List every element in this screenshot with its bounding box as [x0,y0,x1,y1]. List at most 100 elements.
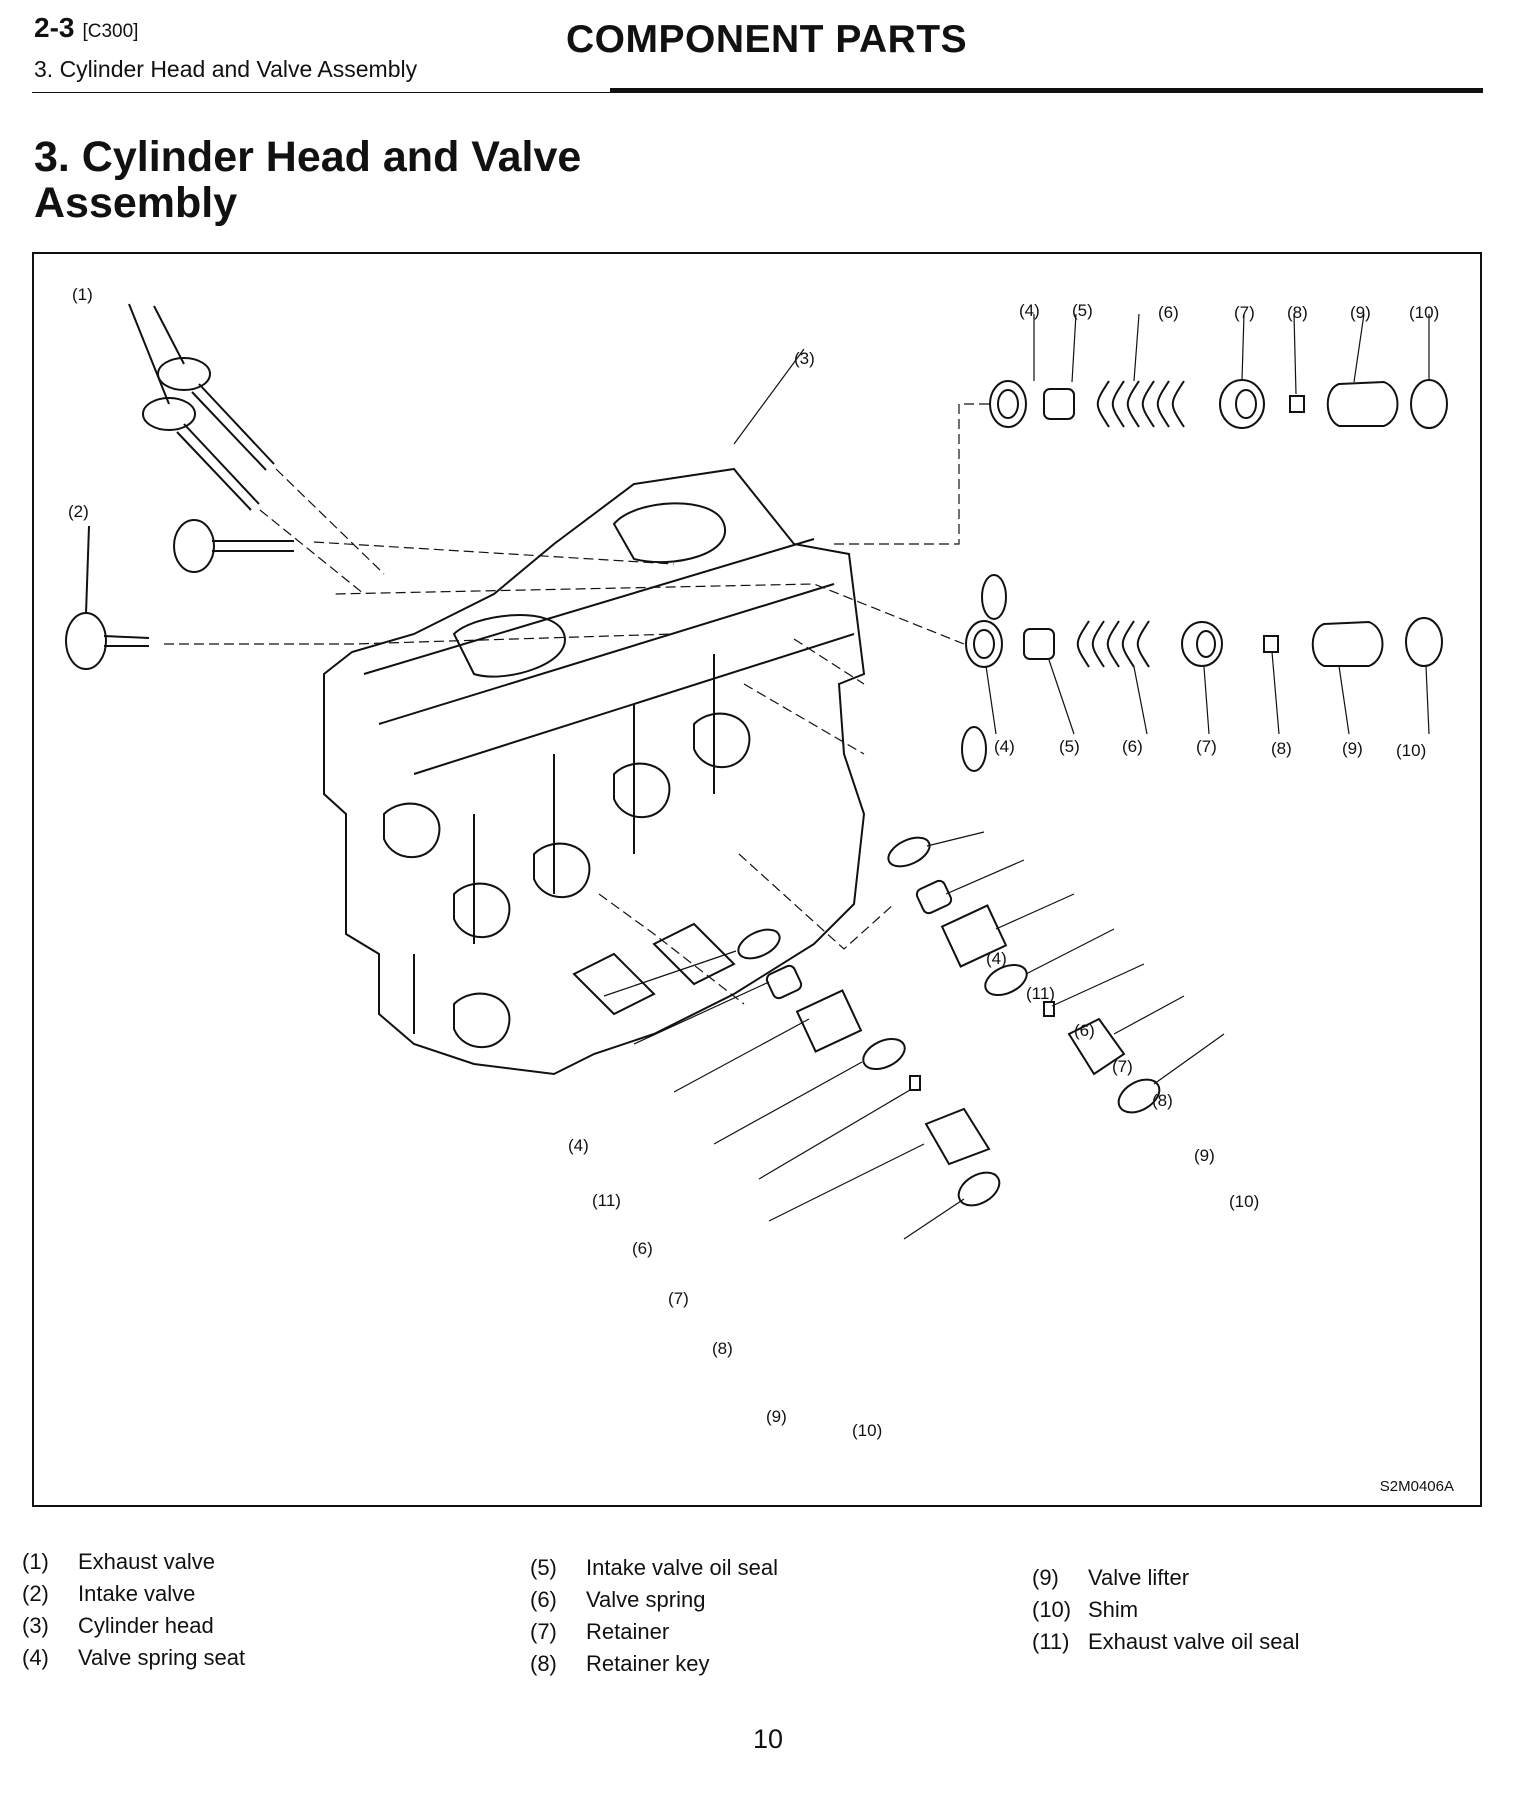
exhaust-valve-oil-seal [915,879,953,915]
callout-rd-7: (7) [1112,1057,1133,1076]
callout-mid-7: (7) [1196,737,1217,756]
legend-label: Valve lifter [1088,1565,1190,1590]
legend-label: Shim [1088,1597,1139,1622]
callout-3: (3) [794,349,815,368]
legend-item: (9)Valve lifter [1032,1562,1300,1594]
legend-number: (8) [530,1651,557,1676]
legend-number: (6) [530,1587,557,1612]
legend-label: Exhaust valve oil seal [1088,1629,1300,1654]
diagram-drawing: (1) (2) (3) (4) (5) (6) (7) (8) (9) (10)… [65,285,1448,1440]
legend-number: (7) [530,1619,557,1644]
retainer [1181,621,1223,667]
valve-spring-seat [887,836,931,868]
shim [1405,617,1443,667]
callout-rd-6: (6) [1074,1021,1095,1040]
callout-ld-7: (7) [668,1289,689,1308]
figure-id: S2M0406A [1379,1478,1454,1495]
callout-top-6: (6) [1158,303,1179,322]
legend-number: (2) [22,1581,49,1606]
legend-label: Intake valve [78,1581,196,1606]
exhaust-valve-oil-seal [765,964,803,1000]
legend-column-1: (1) Exhaust valve (2) Intake valve (3)Cyli… [22,1546,245,1674]
legend-label: Intake valve oil seal [586,1555,778,1580]
legend-number: (4) [22,1645,49,1670]
header-rule-thin [32,92,1483,93]
retainer-key [1263,635,1279,653]
header-subtitle: 3. Cylinder Head and Valve Assembly [34,56,418,82]
callout-ld-6: (6) [632,1239,653,1258]
shim [1410,379,1448,429]
legend-number: (10) [1032,1597,1072,1622]
legend-item: (7)Retainer [530,1616,778,1648]
retainer [1219,379,1265,429]
callout-rd-8: (8) [1152,1091,1173,1110]
valve-lifter [1311,620,1384,667]
callout-mid-10: (10) [1396,741,1426,760]
legend-item: (2) Intake valve [22,1578,245,1610]
valve-spring-seat [989,380,1027,428]
callout-ld-9: (9) [766,1407,787,1426]
callout-rd-4: (4) [986,949,1007,968]
callouts-mid-row: (4) (5) (6) (7) (8) (9) (10) [994,737,1426,760]
shim [957,1171,1001,1207]
shim [1117,1078,1161,1114]
valve-spring-seat [737,928,781,960]
intake-valve-oil-seal [1043,388,1075,420]
callout-2: (2) [68,502,89,521]
intake-valve-oil-seal [1023,628,1055,660]
legend-label: Exhaust valve [78,1549,215,1574]
valve-spring [940,904,1008,968]
legend-number: (11) [1032,1629,1070,1654]
valve-spring [1076,620,1150,668]
legend-number: (1) [22,1549,49,1574]
cylinder-head-outline [323,467,866,1076]
intake-valve-head [173,519,215,573]
callouts-top-row: (4) (5) (6) (7) (8) (9) (10) [1019,301,1439,322]
legend-column-3: (9)Valve lifter (10) Shim (11) Exhaust val… [1032,1562,1300,1658]
callout-mid-8: (8) [1271,739,1292,758]
legend-label: Valve spring seat [78,1645,246,1670]
section-number: 2-3 [34,12,75,43]
callout-top-8: (8) [1287,303,1308,322]
page-header-title: COMPONENT PARTS [566,18,968,61]
retainer-key [909,1075,921,1091]
callout-mid-5: (5) [1059,737,1080,756]
callout-1: (1) [72,285,93,304]
exploded-diagram: (1) (2) (3) (4) (5) (6) (7) (8) (9) (10)… [32,252,1482,1507]
retainer-key [1043,1001,1055,1017]
retainer [862,1037,906,1071]
legend-number: (5) [530,1555,557,1580]
callout-rd-11: (11) [1026,984,1055,1003]
callout-ld-11: (11) [592,1191,621,1210]
callout-rd-10: (10) [1229,1192,1259,1211]
callout-top-5: (5) [1072,301,1093,320]
callout-top-4: (4) [1019,301,1040,320]
legend-item: (3)Cylinder head [22,1610,245,1642]
doc-code: [C300] [82,21,139,42]
legend-item: (6)Valve spring [530,1584,778,1616]
legend-item: (1) Exhaust valve [22,1546,245,1578]
legend-item: (10) Shim [1032,1594,1300,1626]
legend-column-2: (5) Intake valve oil seal (6)Valve spring… [530,1552,778,1680]
callout-top-9: (9) [1350,303,1371,322]
callout-ld-4: (4) [568,1136,589,1155]
header-rule-thick [610,88,1483,92]
valve-lifter [924,1107,991,1166]
retainer [984,963,1028,997]
callout-mid-6: (6) [1122,737,1143,756]
valve-lifter [1326,380,1399,427]
callout-mid-9: (9) [1342,739,1363,758]
legend-item: (11) Exhaust valve oil seal [1032,1626,1300,1658]
callout-ld-10: (10) [852,1421,882,1440]
callouts-right-diagonal: (4) (11) (6) (7) (8) (9) (10) [986,949,1259,1211]
page-number: 10 [752,1724,784,1754]
valve-spring-seat [965,620,1003,668]
callout-mid-4: (4) [994,737,1015,756]
legend-item: (5) Intake valve oil seal [530,1552,778,1584]
retainer-key [1289,395,1305,413]
valve-spring [1096,380,1185,428]
legend-label: Retainer key [586,1651,710,1676]
valve-spring [795,989,863,1053]
legend-item: (8) Retainer key [530,1648,778,1680]
section-code: 2-3 [C300] [34,12,138,44]
